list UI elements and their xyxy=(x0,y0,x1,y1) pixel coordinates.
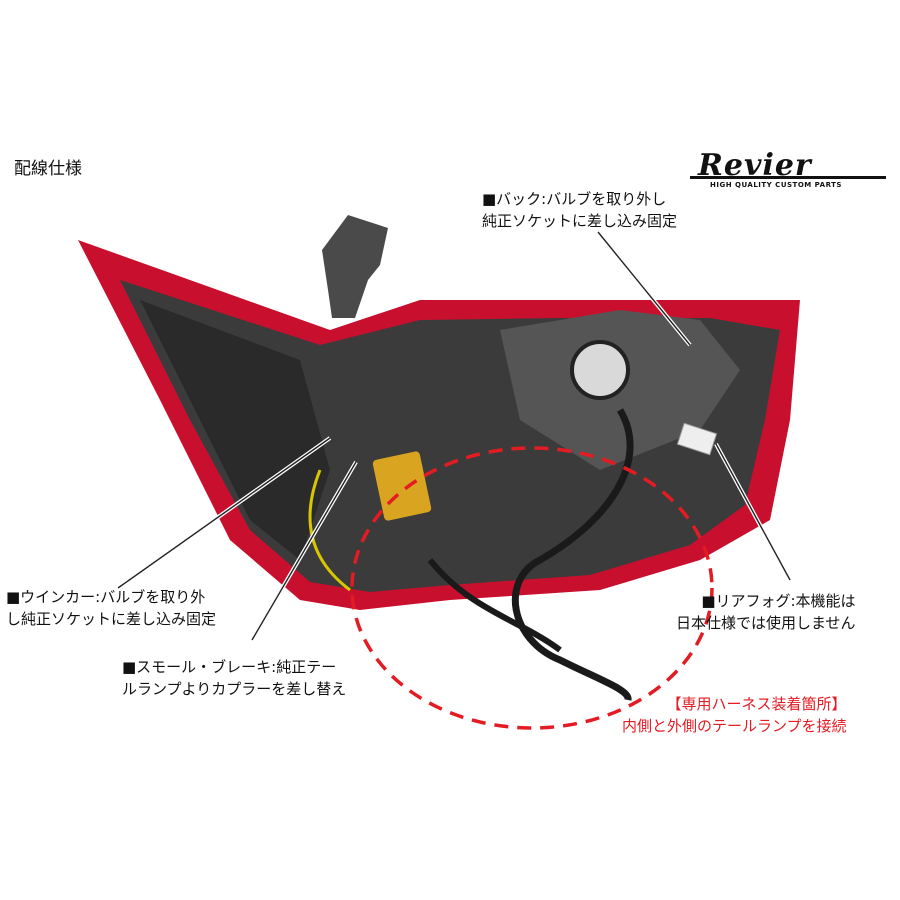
harness-callout-line-1: 【専用ハーネス装着箇所】 xyxy=(666,695,847,713)
winker-callout-line-2: し純正ソケットに差し込み固定 xyxy=(6,610,217,628)
harness-wire xyxy=(511,408,634,701)
small-brake-callout: ■スモール・ブレーキ:純正テー ルランプよりカプラーを差し替え xyxy=(122,656,346,700)
fog-connector xyxy=(676,422,718,456)
back-callout-line-1: ■バック:バルブを取り外し xyxy=(482,190,667,208)
harness-callout: 【専用ハーネス装着箇所】 内側と外側のテールランプを接続 xyxy=(622,693,847,737)
rear-fog-callout-line-2: 日本仕様では使用しません xyxy=(676,614,856,632)
small-brake-callout-line-1: ■スモール・ブレーキ:純正テー xyxy=(122,658,337,676)
winker-callout-line-1: ■ウインカー:バルブを取り外 xyxy=(6,588,206,606)
logo-rule xyxy=(690,176,886,179)
winker-callout: ■ウインカー:バルブを取り外 し純正ソケットに差し込み固定 xyxy=(6,586,216,630)
page-heading: 配線仕様 xyxy=(14,158,82,180)
harness-wire-2 xyxy=(427,558,562,653)
back-callout: ■バック:バルブを取り外し 純正ソケットに差し込み固定 xyxy=(482,188,677,232)
winker-leader-line-inner xyxy=(117,437,331,589)
back-socket xyxy=(570,340,630,400)
rear-fog-callout-line-1: ■リアフォグ:本機能は xyxy=(701,592,856,610)
left-inner-panel xyxy=(140,300,330,560)
back-leader-line-inner xyxy=(597,231,691,346)
harness-callout-line-2: 内側と外側のテールランプを接続 xyxy=(622,717,847,735)
harness-location-circle xyxy=(350,446,714,730)
small-brake-leader-line-inner xyxy=(251,461,357,641)
rear-fog-callout: ■リアフォグ:本機能は 日本仕様では使用しません xyxy=(676,590,856,634)
back-callout-line-2: 純正ソケットに差し込み固定 xyxy=(482,212,678,230)
logo-tagline: HIGH QUALITY CUSTOM PARTS xyxy=(710,181,842,189)
mounting-bracket xyxy=(322,215,388,318)
small-brake-callout-line-2: ルランプよりカプラーを差し替え xyxy=(122,680,347,698)
fog-leader-line-inner xyxy=(715,443,791,581)
page-heading-text: 配線仕様 xyxy=(14,159,82,179)
revier-logo: Revier HIGH QUALITY CUSTOM PARTS xyxy=(690,148,890,196)
